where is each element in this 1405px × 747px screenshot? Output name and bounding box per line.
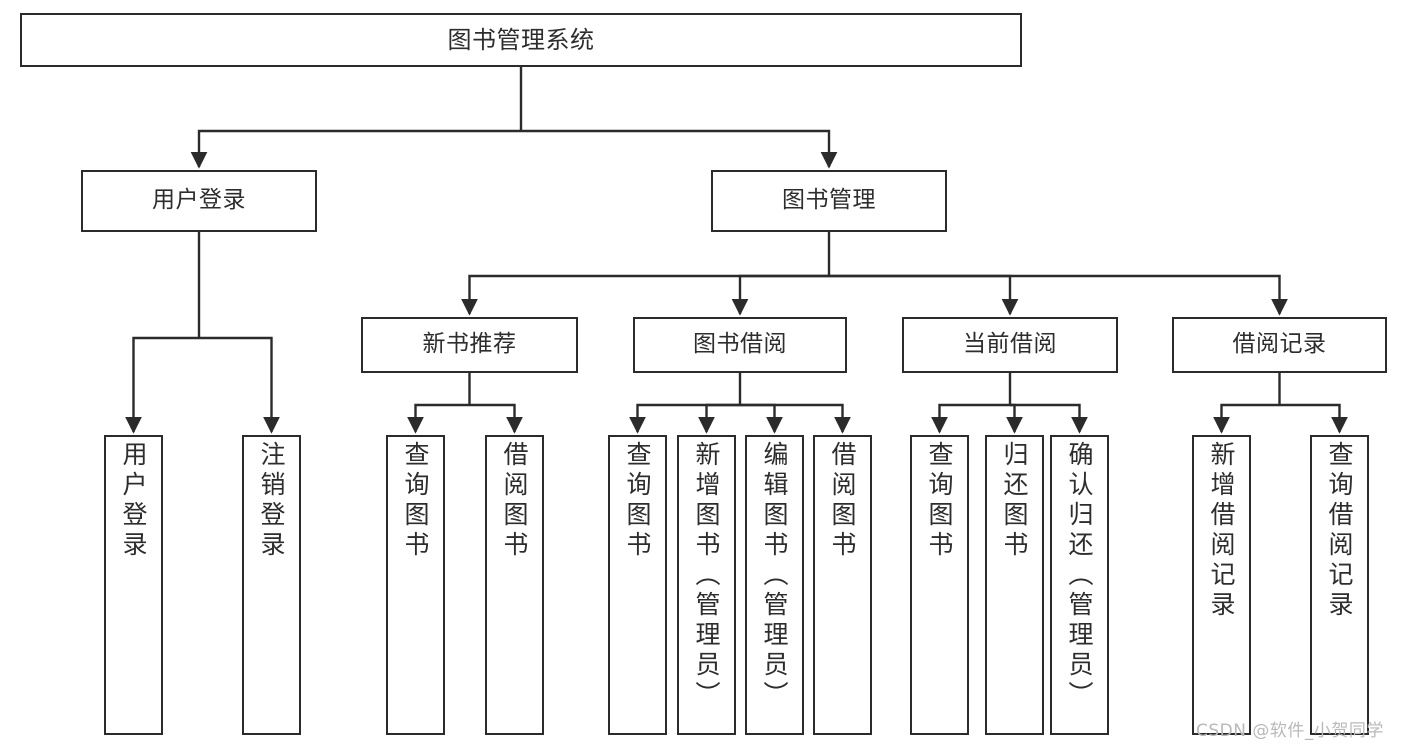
node-leaf_confirm[interactable]: 确认归还（管理员） (1050, 435, 1109, 735)
node-label: 用户登录 (152, 187, 246, 214)
edge-new_book_rec-to-leaf_query_b1 (407, 403, 470, 434)
csdn-watermark: CSDN @软件_小贺同学 (1196, 721, 1384, 741)
node-label: 图书管理系统 (447, 25, 595, 54)
node-label: 注销登录 (257, 441, 286, 561)
node-leaf_add_rec[interactable]: 新增借阅记录 (1192, 435, 1251, 735)
edge-root-to-book_manage (521, 129, 838, 169)
edge-new_book_rec-to-leaf_borrow_b1 (469, 403, 523, 434)
edge-root-to-user_login (190, 129, 521, 169)
edge-book_manage-to-book_borrow (731, 274, 829, 316)
node-label: 新书推荐 (422, 331, 517, 358)
node-label: 当前借阅 (963, 331, 1057, 358)
node-label: 新增借阅记录 (1207, 441, 1236, 621)
node-book_manage[interactable]: 图书管理 (711, 170, 947, 232)
node-label: 借阅图书 (828, 441, 857, 561)
node-label: 确认归还（管理员） (1065, 441, 1094, 711)
node-leaf_query_b1[interactable]: 查询图书 (386, 435, 445, 735)
edge-user_login-to-leaf_user_login (125, 336, 199, 434)
node-label: 图书管理 (782, 187, 876, 214)
edge-user_login-to-leaf_logout (199, 336, 280, 434)
node-leaf_borrow_b1[interactable]: 借阅图书 (485, 435, 544, 735)
edge-book_manage-to-current_borrow (829, 274, 1019, 316)
edge-book_borrow-to-leaf_borrow_b2 (740, 403, 851, 434)
node-label: 查询图书 (623, 441, 652, 561)
node-label: 用户登录 (119, 441, 148, 561)
node-leaf_logout[interactable]: 注销登录 (242, 435, 301, 735)
edge-borrow_record-to-leaf_query_rec (1279, 403, 1348, 434)
node-label: 查询借阅记录 (1325, 441, 1354, 621)
node-label: 查询图书 (401, 441, 430, 561)
edge-current_borrow-to-leaf_confirm (1010, 403, 1088, 434)
edge-book_borrow-to-leaf_query_b2 (629, 403, 740, 434)
node-new_book_rec[interactable]: 新书推荐 (361, 317, 578, 373)
node-current_borrow[interactable]: 当前借阅 (902, 317, 1118, 373)
node-leaf_borrow_b2[interactable]: 借阅图书 (813, 435, 872, 735)
node-book_borrow[interactable]: 图书借阅 (633, 317, 847, 373)
edge-borrow_record-to-leaf_add_rec (1213, 403, 1280, 434)
edge-book_borrow-to-leaf_edit_book (740, 403, 783, 434)
node-label: 归还图书 (1000, 441, 1029, 561)
node-root[interactable]: 图书管理系统 (20, 13, 1022, 67)
node-label: 新增图书（管理员） (692, 441, 721, 711)
node-leaf_return[interactable]: 归还图书 (985, 435, 1044, 735)
node-label: 借阅记录 (1232, 331, 1327, 358)
node-leaf_user_login[interactable]: 用户登录 (104, 435, 163, 735)
node-leaf_query_b2[interactable]: 查询图书 (608, 435, 667, 735)
node-label: 图书借阅 (693, 331, 787, 358)
node-label: 编辑图书（管理员） (760, 441, 789, 711)
node-leaf_edit_book[interactable]: 编辑图书（管理员） (745, 435, 804, 735)
node-leaf_query_rec[interactable]: 查询借阅记录 (1310, 435, 1369, 735)
node-leaf_query_b3[interactable]: 查询图书 (910, 435, 969, 735)
edge-book_manage-to-borrow_record (829, 274, 1288, 316)
edge-current_borrow-to-leaf_return (1006, 403, 1023, 434)
node-borrow_record[interactable]: 借阅记录 (1172, 317, 1387, 373)
edge-book_borrow-to-leaf_add_book (698, 403, 740, 434)
node-leaf_add_book[interactable]: 新增图书（管理员） (677, 435, 736, 735)
edge-book_manage-to-new_book_rec (461, 274, 829, 316)
edge-current_borrow-to-leaf_query_b3 (931, 403, 1010, 434)
node-user_login[interactable]: 用户登录 (81, 170, 317, 232)
node-label: 查询图书 (925, 441, 954, 561)
node-label: 借阅图书 (500, 441, 529, 561)
